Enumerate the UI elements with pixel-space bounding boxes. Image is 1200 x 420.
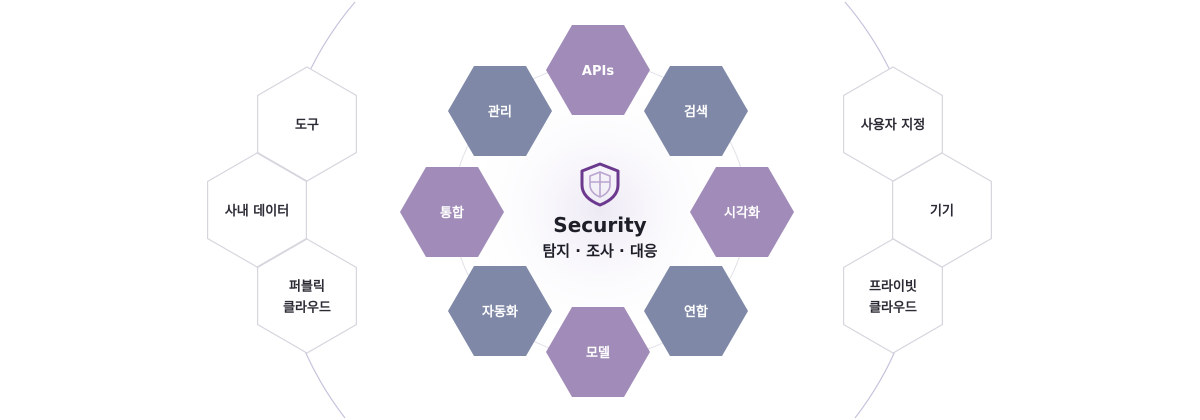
capability-label: 자동화 <box>482 304 518 320</box>
capability-hex: 검색 <box>644 66 748 156</box>
center-subtitle: 탐지 · 조사 · 대응 <box>542 242 657 260</box>
source-hex: 사내 데이터 <box>207 152 307 268</box>
capability-label: 검색 <box>684 105 708 120</box>
capability-label: 시각화 <box>724 205 760 221</box>
capability-label: 연합 <box>684 304 708 320</box>
hex-label-line: 사내 데이터 <box>225 203 289 219</box>
capability-hex: 관리 <box>448 66 552 156</box>
capability-hex: 연합 <box>644 266 748 356</box>
capability-label: APIs <box>582 64 614 79</box>
source-hex: 도구 <box>257 66 357 182</box>
capability-label: 모델 <box>586 346 610 361</box>
hex-label-line: 기기 <box>930 204 954 219</box>
center-title: Security <box>553 213 646 237</box>
hex-label-line: 퍼블릭 <box>289 280 325 295</box>
capability-label: 관리 <box>488 104 512 120</box>
capability-hex: 통합 <box>400 167 504 257</box>
hex-label-line: 사용자 지정 <box>861 117 925 133</box>
hex-label-line: 프라이빗 <box>869 279 917 295</box>
shield-icon <box>580 162 620 207</box>
capability-hex: 모델 <box>546 307 650 397</box>
hex-label-line: 클라우드 <box>283 300 331 316</box>
capability-hex: 시각화 <box>690 167 794 257</box>
capability-label: 통합 <box>440 205 464 221</box>
hex-label-line: 클라우드 <box>869 300 917 316</box>
hex-label-line: 도구 <box>295 118 319 133</box>
capability-hex: APIs <box>546 25 650 115</box>
capability-hex: 자동화 <box>448 266 552 356</box>
